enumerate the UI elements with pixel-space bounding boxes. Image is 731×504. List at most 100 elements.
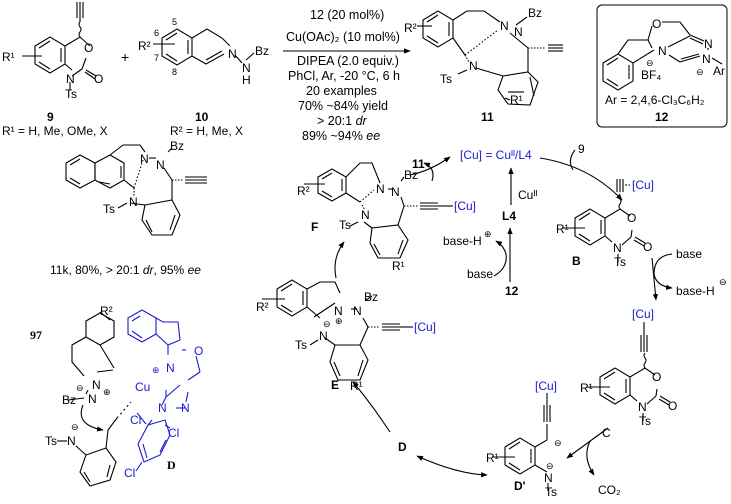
catalyst-12-n2: N [704,37,713,51]
ts-model-cl-3: Cl [124,466,135,480]
intermediate-b-r1: R¹ [556,222,569,236]
reagent-10-pos6: 6 [154,28,159,38]
product-11-bz: Bz [528,6,542,20]
cycle-base-in: base [467,267,493,281]
intermediate-c-r1: R¹ [580,381,593,395]
example-11k-ee: ee [188,263,202,277]
catalyst-12-ar: Ar [713,64,725,78]
product-11-n3: N [469,59,478,73]
conditions-catalyst-loading: (20 mol%) [324,8,384,22]
catalyst-12-n3: N [702,52,711,66]
example-11k-ts: Ts [103,202,115,216]
ts-model-ligand [127,309,201,472]
arrow-e-to-f [334,241,345,279]
plus-sign: + [121,49,129,65]
example-11k-label: 11k [50,263,69,277]
intermediate-b-n: N [613,241,622,255]
ts-model-n-ts-charge: ⊖ [71,422,79,432]
intermediate-e-cu: [Cu] [414,320,436,334]
reagent-9-ts: Ts [65,87,77,101]
reagent-10-pos8: 8 [172,67,177,77]
conditions-catalyst-id: 12 [310,8,324,22]
intermediate-f-n3: N [361,208,370,222]
ts-model-r2: R² [100,304,113,318]
intermediate-dprime-structure [492,393,551,491]
ts-model-n-iminium: N [92,378,101,392]
ts-model-label-d: D [167,458,176,472]
cycle-baseh-b-charge: ⊖ [719,277,727,287]
reagent-10-h: H [242,73,251,87]
arrow-d-to-e [352,381,391,433]
reagent-10-substituents: R² = H, Me, X [170,124,243,138]
conditions-yield: 70% ~84% yield [298,99,388,113]
intermediate-c-ts: Ts [639,414,651,428]
example-11k-n3: N [129,195,138,209]
intermediate-e-label: E [331,378,339,392]
reagent-10-bz: Bz [255,44,269,58]
catalyst-12-ar-charge: ⊖ [696,67,704,77]
cycle-l4: L4 [502,209,516,223]
arrow-cu-to-b [539,157,623,201]
arrow-base-b [653,253,673,290]
conditions-dr-value: > 20:1 [317,114,356,128]
arrow-d-dprime-resonance [416,455,488,478]
cycle-baseh-b: base-H [676,284,715,298]
product-11-structure [417,10,563,106]
reagent-9-label: 9 [47,110,54,124]
intermediate-f-label: F [311,220,318,234]
example-11k-dr: dr [143,263,155,277]
reagent-10-r2: R² [138,39,151,53]
catalyst-12-anion-charge: ⊖ [646,58,654,68]
catalyst-12-structure [602,21,723,91]
ts-model-n-iminium-charge: ⊕ [103,387,111,397]
reagent-9-n: N [66,72,75,86]
product-11-n1: N [500,19,509,33]
conditions-copper: Cu(OAc)₂ (10 mol%) [286,30,400,44]
ts-model-n-ts: N [67,434,76,448]
cycle-baseh-out: base-H [443,234,482,248]
ts-model-cl-1: Cl [130,413,141,427]
conditions-base: DIPEA (2.0 equiv.) [297,54,399,68]
example-11k-structure [65,144,207,236]
cycle-substrate-9-in: 9 [578,142,585,156]
intermediate-b-cu: [Cu] [632,178,654,192]
intermediate-dprime-label: D' [514,479,526,493]
cycle-co2: CO₂ [598,483,621,497]
cycle-cu-definition: [Cu] = Cuᴵᴵ/L4 [460,148,532,162]
arrow-base-deprotonation [493,240,507,277]
intermediate-dprime-carbanion-charge: ⊖ [554,438,562,448]
ts-model-label-97: 97 [30,328,42,342]
intermediate-dprime-n: N [544,471,553,485]
intermediate-b-label: B [572,254,581,268]
intermediate-e-structure [262,279,413,381]
intermediate-e-n1-charge: ⊕ [335,316,343,326]
intermediate-b-o: O [627,211,636,225]
intermediate-e-r1: R¹ [350,379,363,393]
intermediate-e-n2: N [353,304,362,318]
ts-model-bz: Bz [62,393,76,407]
product-11-ts: Ts [440,72,452,86]
product-11-label: 11 [481,110,494,124]
reagent-10-pos5: 5 [172,17,177,27]
intermediate-f-n1: N [376,182,385,196]
product-11-n2: N [514,25,523,39]
reagent-9-o-carbonyl: O [94,72,103,86]
intermediate-c-o2: O [668,399,677,413]
example-11k-n2: N [156,158,165,172]
intermediate-b-structure [562,179,646,262]
intermediate-c-cu: [Cu] [632,307,654,321]
arrow-c-to-dprime [566,427,609,459]
reagent-9-r1: R¹ [2,50,15,64]
intermediate-c-structure [587,322,671,421]
cycle-product-11-out: 11 [412,157,425,171]
intermediate-e-r2: R² [256,300,269,314]
reagent-9-substituents: R¹ = H, Me, OMe, X [2,124,108,138]
product-11-r1: R¹ [510,93,523,107]
intermediate-c-n: N [638,400,647,414]
arrow-co2-release [586,440,595,476]
arrow-product-release [423,162,434,182]
ts-model-ts: Ts [45,434,57,448]
intermediate-e-bz: Bz [364,290,378,304]
ts-model-o: O [194,344,203,358]
cycle-cu-ii: Cuᴵᴵ [518,188,537,202]
